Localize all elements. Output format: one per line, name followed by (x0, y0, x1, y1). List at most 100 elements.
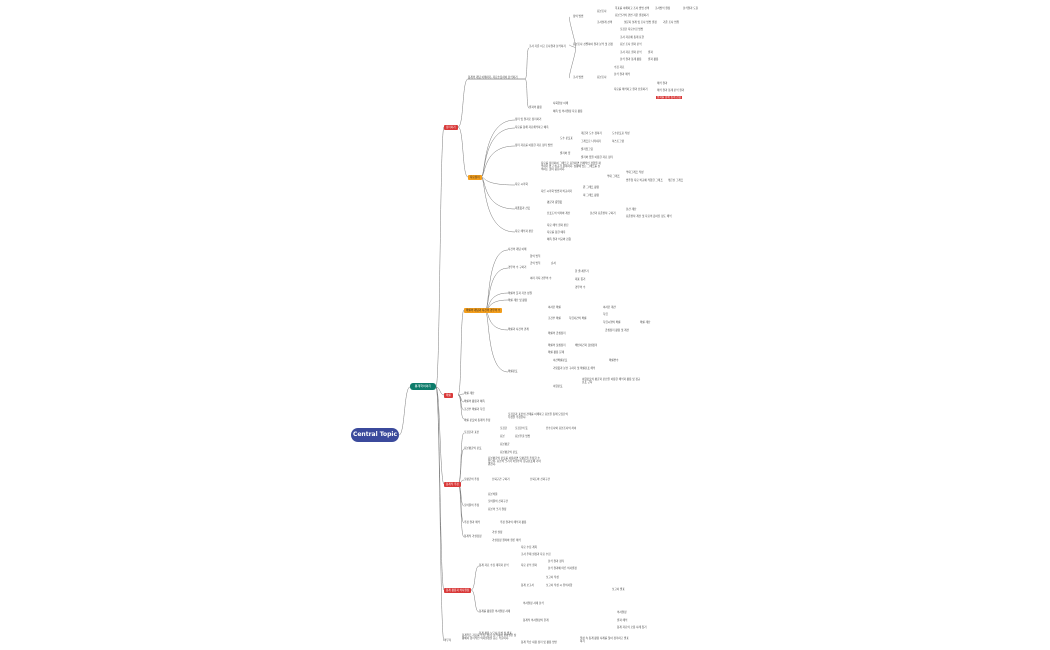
b1-k6b[interactable]: 산포도의 의미와 계산 (547, 212, 571, 215)
branch-1-label[interactable]: 정리하기 (444, 125, 458, 130)
b4-p5[interactable]: 통계 활용 보고서 작성 및 발표 (479, 632, 512, 635)
b1-r1a[interactable]: 표본조사 (597, 10, 607, 13)
b4-p4b2[interactable]: 결과 해석 (617, 619, 628, 622)
b1-r3c3-highlight[interactable]: 결과를 통해 통계 검증 (656, 96, 682, 99)
b2-s2c3[interactable]: 경우의 수 (575, 286, 586, 289)
b1-k7[interactable]: 자료 해석과 판단 (515, 230, 534, 233)
b1-k5b[interactable]: 띠 그래프 활용 (583, 194, 599, 197)
b1-k6b1b[interactable]: 표준편차 계산 및 자료의 흩어진 정도 해석 (626, 215, 672, 218)
b1-k6a[interactable]: 평균과 중앙값 (547, 201, 563, 204)
b1-r2[interactable]: 표본조사 선별하여 결과 분석 및 검정 (573, 43, 613, 46)
b1-k5a[interactable]: 원 그래프 활용 (583, 186, 599, 189)
b1-k3b2[interactable]: 줄기와 잎을 이용한 자료 정리 (581, 156, 613, 159)
b3-q4[interactable]: 모비율의 추정 (464, 504, 480, 507)
b2-m1[interactable]: 확률 계산 (464, 392, 475, 395)
b4-p4b3[interactable]: 통계 자료의 오용 사례 찾기 (617, 626, 647, 629)
branch-2-label[interactable]: 확률 (444, 393, 453, 398)
b2-s2b[interactable]: 곱의 법칙 (530, 262, 541, 265)
b1-k3a2b[interactable]: 히스토그램 (612, 140, 624, 143)
b1-k4a2[interactable]: 범주형 자료 비교에 적합한 그래프 (626, 179, 663, 182)
b4-p1[interactable]: 통계 자료 수집 계획과 분석 (479, 564, 509, 567)
b3-q1a[interactable]: 모집단 (500, 427, 508, 430)
main-topic[interactable]: 통계학이야기 (410, 383, 436, 390)
b1-r3[interactable]: 조사 방법 (573, 76, 584, 79)
b2-m3[interactable]: 조건부 확률과 독립 (464, 408, 485, 411)
b1-r2e[interactable]: 분석 결과 통계 활용 (620, 58, 642, 61)
b1-child1[interactable]: 조사 기준 이고 조사결과 분석하기 (529, 45, 566, 48)
b2-s4[interactable]: 확률 계산 및 활용 (508, 299, 528, 302)
b1-r2a[interactable]: 모집단 자료수집 방법 (620, 28, 644, 31)
b1-k2[interactable]: 자료를 통해 자료해석하고 예측 (515, 126, 549, 129)
b2-s5a1[interactable]: 여사건 계산 (603, 306, 616, 309)
b1-r3c2[interactable]: 해석 결과 통계 분석 결과 (657, 89, 685, 92)
b3-q3[interactable]: 모평균의 추정 (464, 478, 480, 481)
b1-r1[interactable]: 정의 방법 (573, 15, 584, 18)
b2-m4[interactable]: 확률 분포와 통계적 추정 (464, 419, 491, 422)
b1-r2d[interactable]: 조사 자료 결과 분석 (620, 51, 642, 54)
b2-s2b1[interactable]: 순서 (551, 262, 556, 265)
b1-k4a[interactable]: 막대 그래프 (607, 175, 620, 178)
b2-s6c[interactable]: 이항분포 (553, 385, 563, 388)
b2-s6c1[interactable]: 이항분포의 평균과 분산을 이용한 해석과 활용 및 정규분포 근사 (582, 378, 641, 384)
b2-s2[interactable]: 경우의 수 구하기 (508, 266, 527, 269)
b3-q1[interactable]: 모집단과 표본 (464, 431, 480, 434)
b3-q5[interactable]: 추정 결과 해석 (464, 521, 480, 524)
b1-child2[interactable]: 결과의 활용 (529, 106, 542, 109)
b2-s6[interactable]: 확률분포 (508, 370, 518, 373)
b1-k4[interactable]: 자료 시각화 (515, 183, 528, 186)
b1-k5[interactable]: 다른 시각화 방법과 비교하기 (541, 190, 573, 193)
b2-s1[interactable]: 사건의 개념 이해 (508, 248, 527, 251)
b4-p2b[interactable]: 분석 결과에 따른 의사결정 (548, 567, 577, 570)
b1-k6b1a[interactable]: 분산 계산 (626, 208, 637, 211)
b3-q1a2[interactable]: 전수조사와 표본조사의 차이 (546, 427, 577, 430)
b3-q3a[interactable]: 신뢰구간 구하기 (492, 478, 510, 481)
b1-k3a2[interactable]: 그래프로 나타내기 (581, 140, 601, 143)
b1-k7b[interactable]: 자료를 통한 예측 (547, 231, 566, 234)
b1-r3a1[interactable]: 수집 자료 (614, 66, 625, 69)
b1-k3b[interactable]: 줄기와 잎 (560, 152, 571, 155)
b1-r2e1[interactable]: 결과 활용 (648, 58, 659, 61)
b1-k3a1b[interactable]: 도수분포표 작성 (612, 132, 630, 135)
b3-q5a[interactable]: 추정 결과의 해석과 활용 (500, 521, 527, 524)
b4-p3[interactable]: 통계 보고서 (521, 584, 534, 587)
b1-r1b[interactable]: 조사설계 선택 (597, 21, 613, 24)
b4-p2a[interactable]: 분석 결과 정리 (548, 560, 564, 563)
b2-s6a1[interactable]: 확률변수 (609, 359, 619, 362)
b1-c2a[interactable]: 사회현상 이해 (553, 102, 569, 105)
b4-p1a[interactable]: 자료 수집 계획 (521, 546, 537, 549)
b1-r3c1[interactable]: 해석 결과 (657, 82, 668, 85)
b3-q1b[interactable]: 표본 (500, 435, 505, 438)
b2-s5c[interactable]: 확률의 곱셈정리 (548, 332, 566, 335)
b3-q2a[interactable]: 표본평균 (500, 443, 510, 446)
b3-q4a[interactable]: 표본비율 (488, 493, 498, 496)
b1-r3c[interactable]: 자료를 해석하고 결과 산출하기 (614, 88, 648, 91)
b1-k6[interactable]: 대푯값과 산포 (515, 207, 531, 210)
b3-q1a1[interactable]: 모집단의 뜻 (515, 427, 528, 430)
b1-k7a[interactable]: 자료 해석 결과 판단 (547, 224, 569, 227)
b2-s5a[interactable]: 여사건 확률 (548, 306, 561, 309)
b2-s3[interactable]: 확률의 뜻과 기본 성질 (508, 292, 532, 295)
b3-q6a[interactable]: 가설 설정 (492, 531, 503, 534)
b4-p3b[interactable]: 보고서 작성 시 유의사항 (546, 584, 573, 587)
b3-q6[interactable]: 통계적 가설검정 (464, 535, 482, 538)
central-topic[interactable]: Central Topic (351, 428, 399, 442)
b1-k4a1[interactable]: 막대그래프 작성 (626, 171, 644, 174)
b2-s5b[interactable]: 조건부 확률 (548, 317, 561, 320)
b1-top-node[interactable]: 통계의 개념 이해하기, 자료수집하여 분석하기 (468, 76, 518, 79)
b1-orange-label[interactable]: 자료정리 (468, 175, 482, 180)
b4-p2[interactable]: 자료 분석 결과 (521, 564, 537, 567)
branch-4-label[interactable]: 통계 활용과 의사결정 (444, 588, 472, 593)
b1-k3a[interactable]: 도수 분포표 (560, 137, 573, 140)
b2-m2[interactable]: 확률의 활용과 예측 (464, 400, 485, 403)
b2-s5b1c[interactable]: 확률 계산 (640, 321, 651, 324)
b3-q4c[interactable]: 표본의 크기 결정 (488, 508, 507, 511)
b2-s5e[interactable]: 확률 활용 문제 (548, 351, 564, 354)
b1-r3b[interactable]: 분석 결과 해석 (614, 73, 630, 76)
b2-s2c2[interactable]: 대표 뽑기 (575, 278, 586, 281)
b1-r2c[interactable]: 표본 조사 결과 분석 (620, 43, 642, 46)
b2-s2c1[interactable]: 한 줄 세우기 (575, 270, 589, 273)
b2-s5b1a[interactable]: 독립 (603, 313, 608, 316)
b1-r1a1c[interactable]: 분석결과 도출 (683, 7, 699, 10)
b3-q4b[interactable]: 모비율의 신뢰구간 (488, 500, 508, 503)
b2-s6a[interactable]: 이산확률분포 (553, 359, 568, 362)
